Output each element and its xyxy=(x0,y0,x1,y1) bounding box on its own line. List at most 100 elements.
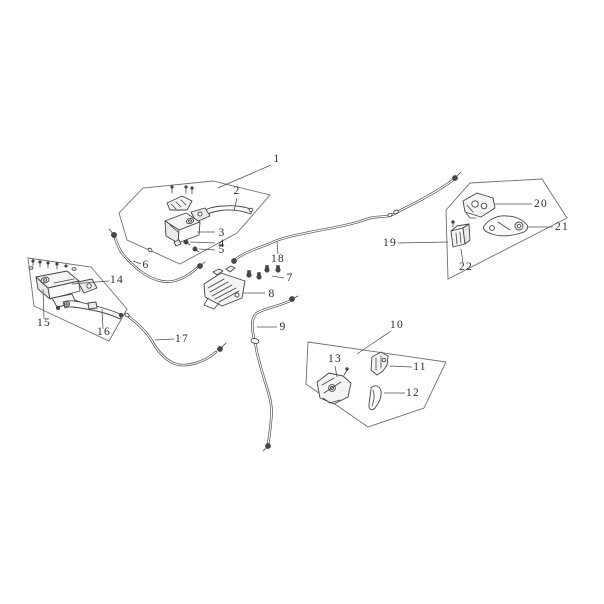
front-master-cylinder-group-outline xyxy=(118,180,271,265)
part-label-4: 4 xyxy=(219,238,226,250)
leader-line-17 xyxy=(154,338,175,341)
cylinder-port xyxy=(86,283,92,289)
part-label-20: 20 xyxy=(534,198,548,210)
part-label-19: 19 xyxy=(383,237,397,249)
detail-line xyxy=(371,389,375,407)
hatch-line xyxy=(170,203,177,210)
brake-hose-17 xyxy=(127,315,218,367)
abs-modulator-illustration xyxy=(203,265,246,310)
rear-caliper-illustration xyxy=(316,367,352,405)
detail-line xyxy=(459,231,462,244)
part-label-10: 10 xyxy=(390,319,404,331)
bleed-cap xyxy=(345,367,349,371)
leader-line-13 xyxy=(334,365,338,378)
screw-head xyxy=(190,186,194,190)
rear-caliper-group-outline xyxy=(305,341,447,428)
bolt-head xyxy=(246,272,252,278)
reservoir-cap-center xyxy=(187,219,193,223)
top-port xyxy=(225,265,236,273)
part-label-16: 16 xyxy=(97,326,111,338)
fin-line xyxy=(209,281,229,293)
group-outlines xyxy=(27,178,568,428)
mount-tab xyxy=(203,297,220,310)
mount-hole xyxy=(489,225,495,231)
banjo-bolt-5-illustration xyxy=(192,246,200,253)
outlet-port xyxy=(173,239,182,247)
front-master-cylinder-group xyxy=(164,185,254,253)
banjo-stub xyxy=(219,342,227,350)
caliper-body xyxy=(462,192,496,218)
block-side-face xyxy=(462,223,471,245)
part-label-8: 8 xyxy=(269,288,276,300)
lever-clamp-illustration xyxy=(166,195,193,211)
leader-line-4 xyxy=(189,241,216,244)
hose-clamp xyxy=(250,338,260,344)
clamp-screws xyxy=(170,185,194,195)
screw-head xyxy=(184,185,188,189)
pad-tab xyxy=(322,397,341,404)
reservoir-cap-center xyxy=(42,278,48,282)
detail-line xyxy=(466,204,474,213)
brake-hose-6-highlight xyxy=(114,237,198,283)
banjo-bolt-4-illustration xyxy=(183,239,191,246)
bolt-thread xyxy=(194,248,200,253)
bolt-head xyxy=(264,267,270,273)
spring-arm xyxy=(368,385,382,411)
front-master-cylinder-illustration xyxy=(164,212,201,247)
banjo-stub xyxy=(291,295,299,300)
rubber-plug xyxy=(55,305,61,311)
part-label-18: 18 xyxy=(271,253,285,265)
brake-hoses xyxy=(108,171,462,452)
part-label-21: 21 xyxy=(555,221,569,233)
abs-junction-group xyxy=(203,265,281,310)
fin-line xyxy=(214,287,237,300)
leader-line-1 xyxy=(217,164,272,189)
leader-line-22 xyxy=(460,248,464,264)
screw-head xyxy=(170,185,174,189)
banjo-stub xyxy=(262,445,269,452)
part-label-7: 7 xyxy=(287,272,294,284)
holder-body xyxy=(370,351,389,376)
top-port xyxy=(212,268,224,276)
mount-bolts-7-illustration xyxy=(246,265,281,280)
washer xyxy=(28,266,34,270)
pad-spring-arm-12-illustration xyxy=(368,385,382,411)
hose-6-banjo-fitting xyxy=(108,228,153,253)
axle-hole xyxy=(516,223,522,229)
part-label-15: 15 xyxy=(37,317,51,329)
part-label-1: 1 xyxy=(274,153,281,165)
mount-ear xyxy=(465,212,477,219)
fin-line xyxy=(323,381,342,394)
part-label-11: 11 xyxy=(413,361,426,373)
rear-master-cylinder-group xyxy=(28,259,124,320)
hose-9-fittings xyxy=(250,295,299,452)
rear-master-cylinder-group-outline xyxy=(27,257,128,342)
pivot-hole xyxy=(65,302,69,306)
fin-line xyxy=(321,377,335,386)
lever-end-joint xyxy=(118,312,124,318)
part-label-12: 12 xyxy=(406,387,420,399)
clamp-plate xyxy=(166,195,193,211)
leader-line-10 xyxy=(356,330,392,355)
rear-caliper-group xyxy=(316,351,389,411)
lever-arm xyxy=(62,300,123,320)
washer xyxy=(71,267,77,271)
detail-line xyxy=(169,224,179,233)
brake-hose-18 xyxy=(234,178,455,261)
caliper-holder-11-illustration xyxy=(370,351,389,376)
leader-line-7 xyxy=(271,275,285,279)
mount-hole xyxy=(381,357,387,363)
block-front-face xyxy=(450,227,466,248)
hose-18-fittings xyxy=(231,171,462,264)
front-caliper-group-outline xyxy=(445,178,568,280)
lever-tip-ball xyxy=(248,207,254,213)
bolt-head xyxy=(275,267,281,273)
caliper-bracket-illustration xyxy=(483,215,529,237)
leader-line-18 xyxy=(276,240,279,255)
brake-hose-9-highlight xyxy=(251,300,291,445)
part-label-22: 22 xyxy=(459,261,473,273)
bolt-head xyxy=(256,274,262,280)
port-hole xyxy=(234,292,240,298)
adjuster-block xyxy=(87,301,98,310)
